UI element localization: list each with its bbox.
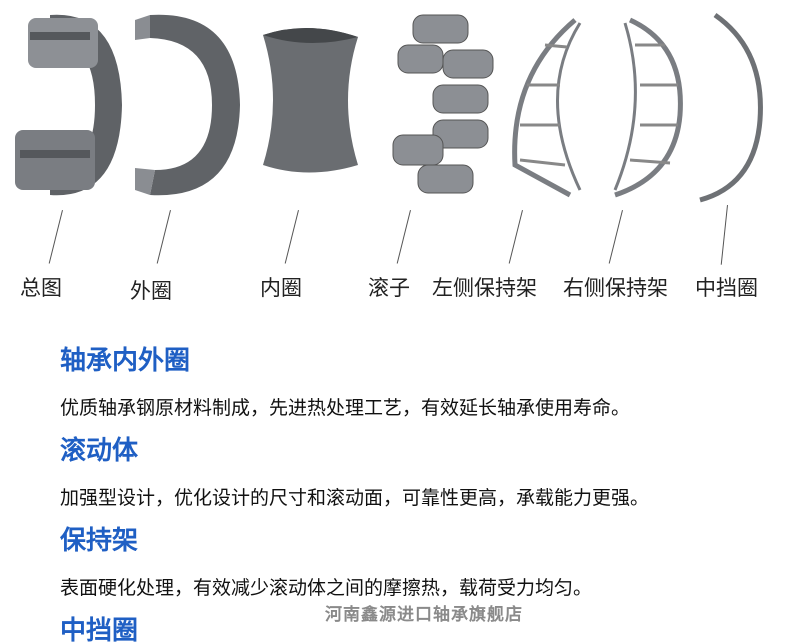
- part-label: 中挡圈: [695, 276, 758, 300]
- inner-ring-image: [263, 27, 358, 173]
- part-label: 左侧保持架: [432, 276, 537, 300]
- rollers-image: [392, 14, 494, 194]
- middle-ring-image: [699, 12, 763, 203]
- leader-line: [284, 210, 299, 264]
- section-text: 加强型设计，优化设计的尺寸和滚动面，可靠性更高，承载能力更强。: [60, 487, 650, 509]
- section-title: 中挡圈: [60, 616, 139, 642]
- left-cage-image: [512, 18, 582, 198]
- part-label: 总图: [20, 276, 62, 300]
- leader-line: [720, 205, 728, 265]
- section-text: 优质轴承钢原材料制成，先进热处理工艺，有效延长轴承使用寿命。: [60, 397, 631, 419]
- part-label: 右侧保持架: [563, 276, 668, 300]
- section-text: 表面硬化处理，有效减少滚动体之间的摩擦热，载荷受力均匀。: [60, 577, 593, 599]
- leader-line: [508, 210, 523, 264]
- watermark: 河南鑫源进口轴承旗舰店: [325, 605, 523, 625]
- part-label: 滚子: [368, 276, 410, 300]
- full-bearing-image: [15, 14, 122, 196]
- leader-line: [396, 210, 411, 264]
- leader-line: [48, 210, 63, 264]
- section-title: 轴承内外圈: [60, 346, 191, 376]
- section-title: 滚动体: [60, 436, 139, 466]
- outer-ring-image: [135, 14, 240, 196]
- part-label: 内圈: [260, 276, 302, 300]
- part-label: 外圈: [130, 279, 172, 303]
- section-title: 保持架: [60, 526, 139, 556]
- leader-line: [608, 210, 623, 264]
- leader-line: [156, 210, 171, 264]
- right-cage-image: [613, 17, 683, 198]
